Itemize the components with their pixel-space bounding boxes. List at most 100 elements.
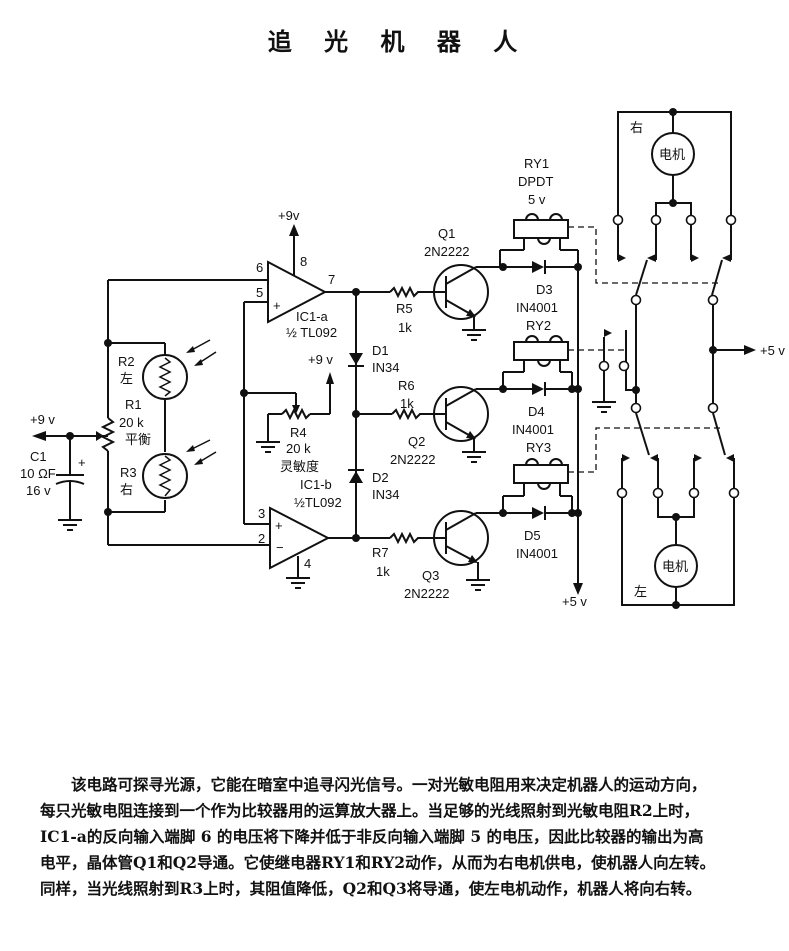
description-line: 该电路可探寻光源，它能在暗室中追寻闪光信号。一对光敏电阻用来决定机器人的运动方向… — [71, 775, 707, 794]
d1-name: D1 — [372, 343, 389, 358]
transistor-q1: Q1 2N2222 — [424, 226, 500, 341]
r5-name: R5 — [396, 301, 413, 316]
description-line: IC1-a的反向输入端脚 6 的电压将下降并低于非反向输入端脚 5 的电压，因此… — [40, 827, 704, 846]
q1-part: 2N2222 — [424, 244, 470, 259]
opamp-ic1a: + +9v 8 6 5 7 IC1-a ½ TL092 — [244, 208, 337, 340]
d4-part: IN4001 — [512, 422, 554, 437]
diode-d4: D4 IN4001 — [476, 382, 582, 437]
ic1a-part: ½ TL092 — [286, 325, 337, 340]
svg-text:+: + — [273, 298, 281, 313]
c1-name: C1 — [30, 449, 47, 464]
photoresistor-r2: R2 左 — [118, 339, 217, 400]
page-title: 追 光 机 器 人 — [267, 28, 530, 56]
q2-part: 2N2222 — [390, 452, 436, 467]
d2-name: D2 — [372, 470, 389, 485]
ic1a-name: IC1-a — [296, 309, 329, 324]
transistor-q3: Q3 2N2222 — [404, 510, 500, 601]
circuit-schematic: +9 v + C1 10 ΩF 16 v R1 20 k 平衡 R2 — [20, 108, 785, 609]
r6-value: 1k — [400, 396, 414, 411]
motor-left-label: 电机 — [662, 560, 688, 575]
r4-note: 灵敏度 — [280, 459, 319, 475]
ry3-name: RY3 — [526, 440, 551, 455]
ic1b-pin4: 4 — [304, 556, 311, 571]
ic1a-pin8: 8 — [300, 254, 307, 269]
ic1a-pin5: 5 — [256, 285, 263, 300]
svg-text:−: − — [276, 540, 284, 555]
ic1a-pin6: 6 — [256, 260, 263, 275]
r2-note: 左 — [120, 372, 133, 387]
r1-name: R1 — [125, 397, 142, 412]
ic1b-pin2: 2 — [258, 531, 265, 546]
motor-supply-label: +5 v — [760, 343, 785, 358]
svg-text:+: + — [275, 518, 283, 533]
r2-name: R2 — [118, 354, 135, 369]
d5-name: D5 — [524, 528, 541, 543]
r5-value: 1k — [398, 320, 412, 335]
ry1-type: DPDT — [518, 174, 553, 189]
transistor-q2: Q2 2N2222 — [390, 386, 500, 467]
r4-value: 20 k — [286, 441, 311, 456]
d1-part: IN34 — [372, 360, 399, 375]
c1-value: 10 ΩF — [20, 466, 56, 481]
d3-part: IN4001 — [516, 300, 558, 315]
resistor-r1: R1 20 k 平衡 — [96, 280, 151, 545]
ry1-voltage: 5 v — [528, 192, 546, 207]
d4-name: D4 — [528, 404, 545, 419]
c1-voltage: 16 v — [26, 483, 51, 498]
right-relay-contacts — [612, 214, 737, 306]
d3-name: D3 — [536, 282, 553, 297]
ry2-name: RY2 — [526, 318, 551, 333]
resistor-r5: R5 1k — [389, 285, 432, 335]
left-relay-contacts — [616, 412, 740, 499]
motor-right-label: 电机 — [659, 148, 685, 163]
relay-ry1: RY1 DPDT 5 v — [500, 156, 578, 251]
relay-ry2: RY2 — [502, 318, 573, 389]
capacitor-c1: + C1 10 ΩF 16 v — [20, 436, 86, 531]
ic1a-supply: +9v — [278, 208, 300, 223]
ry2-contact — [592, 329, 636, 413]
relay-ry3: RY3 — [502, 440, 573, 513]
r7-name: R7 — [372, 545, 389, 560]
r3-note: 右 — [120, 483, 133, 498]
resistor-r7: R7 1k — [372, 531, 436, 579]
c1-polarity: + — [78, 455, 86, 470]
ic1a-pin7: 7 — [328, 272, 335, 287]
diode-d2: D2 IN34 — [348, 469, 399, 502]
diode-d5: D5 IN4001 — [499, 506, 582, 561]
ic1b-name: IC1-b — [300, 477, 332, 492]
ic1b-pin3: 3 — [258, 506, 265, 521]
description-text: 该电路可探寻光源，它能在暗室中追寻闪光信号。一对光敏电阻用来决定机器人的运动方向… — [40, 772, 770, 902]
resistor-r6: R6 1k — [356, 378, 434, 421]
motor-left-side: 左 — [634, 585, 647, 600]
diode-d3: D3 IN4001 — [499, 250, 582, 315]
r6-name: R6 — [398, 378, 415, 393]
r3-name: R3 — [120, 465, 137, 480]
ic1b-part: ½TL092 — [294, 495, 342, 510]
description-line: 同样，当光线照射到R3上时，其阻值降低，Q2和Q3将导通，使左电机动作，机器人将… — [40, 879, 702, 898]
d2-part: IN34 — [372, 487, 399, 502]
q1-name: Q1 — [438, 226, 455, 241]
motor-right-side: 右 — [630, 121, 643, 136]
r7-value: 1k — [376, 564, 390, 579]
description-line: 电平，晶体管Q1和Q2导通。它使继电器RY1和RY2动作，从而为右电机供电，使机… — [40, 853, 716, 872]
r4-name: R4 — [290, 425, 307, 440]
motor-left: 电机 左 — [621, 498, 735, 609]
ry1-name: RY1 — [524, 156, 549, 171]
supply-in-label: +9 v — [30, 412, 55, 427]
diode-d1: D1 IN34 — [348, 343, 399, 375]
q2-name: Q2 — [408, 434, 425, 449]
r1-note: 平衡 — [125, 433, 151, 448]
r4-supply: +9 v — [308, 352, 333, 367]
motor-right: 电机 右 — [617, 108, 732, 215]
q3-name: Q3 — [422, 568, 439, 583]
r1-value: 20 k — [119, 415, 144, 430]
opamp-ic1b: + − 4 3 2 IC1-b ½TL092 — [244, 477, 342, 589]
photoresistor-r3: R3 右 — [120, 439, 217, 499]
description-line: 每只光敏电阻连接到一个作为比较器用的运算放大器上。当足够的光线照射到光敏电阻R2… — [40, 801, 700, 820]
center-bus: +5 v — [630, 305, 785, 414]
relay-supply-label: +5 v — [562, 594, 587, 609]
resistor-r4: +9 v R4 20 k 灵敏度 — [256, 352, 334, 475]
q3-part: 2N2222 — [404, 586, 450, 601]
relay-supply-rail: +5 v — [562, 250, 587, 609]
d5-part: IN4001 — [516, 546, 558, 561]
